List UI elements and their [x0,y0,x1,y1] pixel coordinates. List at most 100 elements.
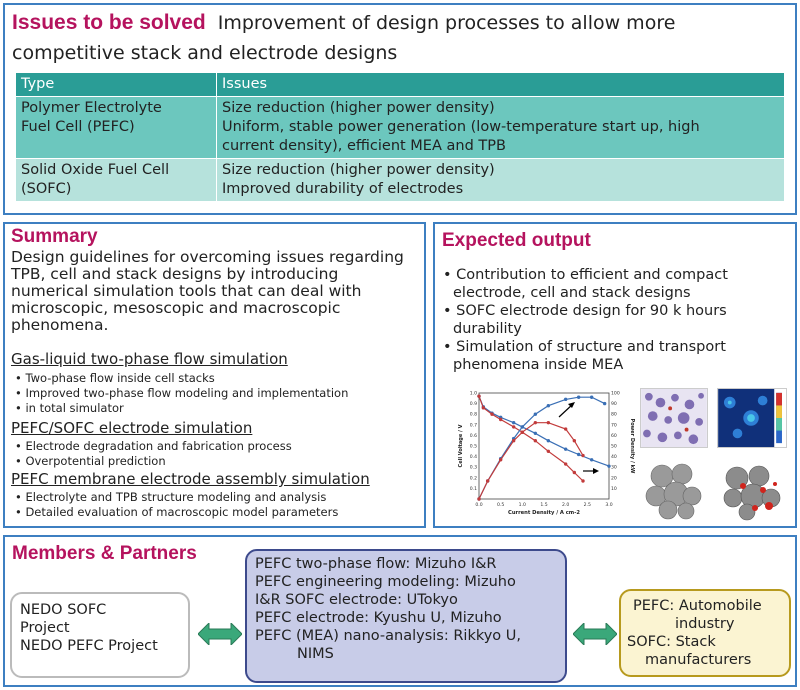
list-item: Two-phase flow inside cell stacks [15,371,348,386]
y-tick-label: 0.5 [470,444,477,450]
y2-tick-label: 50 [611,444,617,450]
list-item: Electrode degradation and fabrication pr… [15,439,291,454]
data-point [511,439,516,443]
data-point [589,395,594,399]
bullet-line: SOFC electrode design for 90 k hours [456,303,727,319]
data-point [546,439,551,443]
double-arrow-icon [573,623,617,645]
y2-tick-label: 90 [611,401,617,407]
issues-subtitle-line1: Improvement of design processes to allow… [217,12,676,34]
x-tick-label: 1.0 [519,502,526,508]
cell-line: (SOFC) [21,181,72,197]
summary-title: Summary [11,226,98,247]
data-point [607,464,611,468]
y-tick-label: 0.6 [470,433,477,439]
partners-box: PEFC two-phase flow: Mizuho I&R PEFC eng… [245,549,567,683]
table-cell-type: Polymer Electrolyte Fuel Cell (PEFC) [15,96,217,159]
list-item: Improved two-phase flow modeling and imp… [15,386,348,401]
data-point [589,458,594,462]
box-line: PEFC two-phase flow: Mizuho I&R [255,556,497,572]
members-panel: Members & Partners NEDO SOFC Project NED… [3,535,797,687]
summary-panel: Summary Design guidelines for overcoming… [3,222,426,528]
y2-tick-label: 80 [611,412,617,418]
y2-tick-label: 60 [611,433,617,439]
data-point [576,395,581,399]
list-item: Simulation of structure and transport ph… [443,338,728,374]
box-line: PEFC engineering modeling: Mizuho [255,574,516,590]
intro-line: phenomena. [11,316,109,334]
box-line: NEDO SOFC [20,602,107,618]
list-item: SOFC electrode design for 90 k hours dur… [443,302,728,338]
y-tick-label: 1.0 [470,391,477,397]
y-tick-label: 0.8 [470,412,477,418]
x-axis-label: Current Density / A cm-2 [508,510,580,516]
y-tick-label: 0.3 [470,465,477,471]
data-point [477,394,481,398]
members-title: Members & Partners [12,543,197,564]
data-point [563,427,568,431]
list-item: Contribution to efficient and compact el… [443,266,728,302]
intro-line: microscopic, mesoscopic and macroscopic [11,299,341,317]
y-axis-label: Cell Voltage / V [458,424,464,467]
bullet-line: electrode, cell and stack designs [453,285,691,301]
double-arrow-icon [198,623,242,645]
bullet-line: phenomena inside MEA [453,357,624,373]
box-line: industry [675,616,735,632]
issues-title: Issues to be solved [12,11,206,34]
list-item: Detailed evaluation of macroscopic model… [15,505,338,520]
y2-tick-label: 40 [611,454,617,460]
data-point [533,431,538,435]
section-title-two-phase: Gas-liquid two-phase flow simulation [11,350,288,368]
bullet-line: Contribution to efficient and compact [456,267,728,283]
x-tick-label: 0.0 [475,502,482,508]
x-tick-label: 2.5 [584,502,591,508]
y2-tick-label: 10 [611,486,617,492]
table-row: Polymer Electrolyte Fuel Cell (PEFC) Siz… [15,96,785,159]
section-title-electrode: PEFC/SOFC electrode simulation [11,419,253,437]
data-point [490,412,494,416]
box-line: PEFC: Automobile [633,598,762,614]
summary-intro: Design guidelines for overcoming issues … [11,249,404,334]
table-cell-issues: Size reduction (higher power density) Un… [216,96,785,159]
table-header-type: Type [15,72,217,97]
y-tick-label: 0.7 [470,422,477,428]
expected-bullets: Contribution to efficient and compact el… [443,266,728,374]
intro-line: Design guidelines for overcoming issues … [11,248,404,266]
y-tick-label: 0.4 [470,454,477,460]
intro-line: numerical simulation tools that can deal… [11,282,362,300]
table-cell-issues: Size reduction (higher power density) Im… [216,158,785,202]
x-tick-label: 1.5 [540,502,547,508]
y-tick-label: 0.1 [470,486,477,492]
x-tick-label: 2.0 [562,502,569,508]
bullet-line: durability [453,321,522,337]
box-line: manufacturers [645,652,752,668]
data-point [511,425,516,429]
intro-line: TPB, cell and stack designs by introduci… [11,265,339,283]
list-item-continuation: in total simulator [25,401,124,415]
cell-line: Uniform, stable power generation (low-te… [222,119,700,135]
issues-heading: Issues to be solved Improvement of design… [12,11,675,35]
data-point [572,470,577,475]
data-point [498,417,503,422]
3d-structure-image [640,456,708,522]
list-item: Overpotential prediction [15,454,292,469]
data-point [546,404,551,408]
nedo-projects-box: NEDO SOFC Project NEDO PEFC Project [10,592,190,678]
x-tick-label: 0.5 [497,502,504,508]
data-point [602,401,607,406]
y-tick-label: 0.2 [470,475,477,481]
y2-tick-label: 20 [611,475,617,481]
list-item: Electrolyte and TPB structure modeling a… [15,490,338,505]
data-point [520,430,525,434]
annotation-arrowhead [593,468,599,474]
data-point [533,420,538,425]
series-line [478,422,584,500]
box-line: NIMS [297,646,334,662]
box-line: Project [20,620,70,636]
box-line: I&R SOFC electrode: UTokyo [255,592,458,608]
expected-output-panel: Expected output Contribution to efficien… [433,222,797,528]
box-line: NEDO PEFC Project [20,638,158,654]
bullet-list: Two-phase flow inside cell stacks Improv… [15,371,348,416]
data-point [581,453,585,458]
microstructure-image [640,388,708,448]
